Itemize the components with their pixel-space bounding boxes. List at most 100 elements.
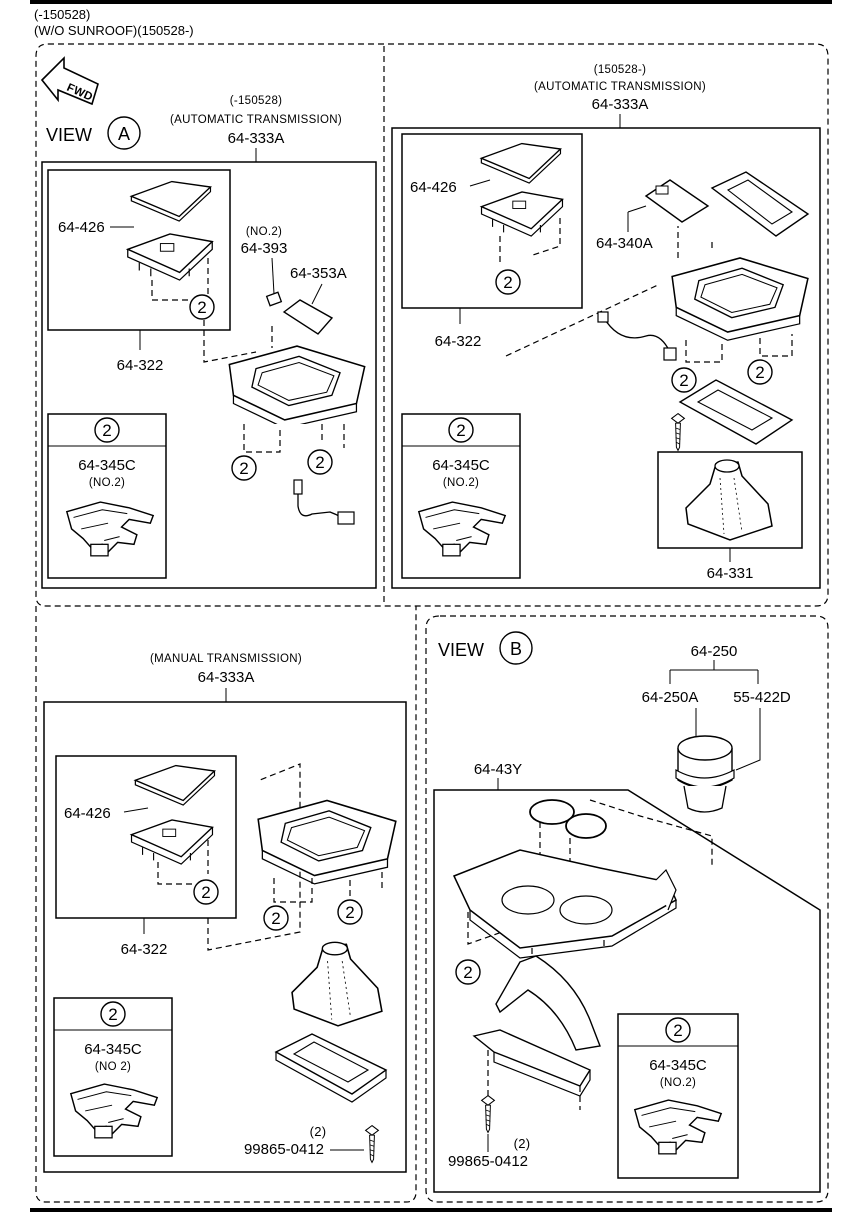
b-part-64-250a: 64-250A [642, 689, 699, 706]
a1-clip-callout-icon [189, 294, 215, 320]
m-boot-part [291, 941, 383, 1027]
a2-switch-panel-part [644, 179, 710, 223]
a2-part-64-345c: 64-345C [432, 457, 490, 474]
a2-part-64-340a: 64-340A [596, 235, 653, 252]
a2-lid-part [480, 142, 562, 184]
a1-callout-icon-3 [307, 449, 333, 475]
a2-callout-icon-2 [671, 367, 697, 393]
a1-callout-num-2: 2 [239, 459, 248, 478]
m-part-64-322: 64-322 [121, 941, 168, 958]
m-clip-num-icon [100, 1001, 126, 1027]
m-assembly-box [43, 701, 407, 1173]
frame-top-section [35, 43, 829, 607]
m-bezel-part [257, 799, 397, 885]
m-screw-qty: (2) [310, 1124, 327, 1139]
a1-part-64-393-note: (NO.2) [246, 226, 282, 238]
a1-callout-icon-2 [231, 455, 257, 481]
b-side-trim-part [495, 955, 601, 1051]
a1-clip-part [66, 501, 154, 557]
a2-boot-part [685, 459, 773, 541]
b-clip-subbox [617, 1013, 739, 1179]
a1-part-64-322: 64-322 [117, 357, 164, 374]
a2-part-64-331: 64-331 [707, 565, 754, 582]
b-callout-num-1: 2 [463, 963, 472, 982]
a2-callout-num-1: 2 [503, 273, 512, 292]
a1-switch-part [265, 291, 283, 307]
m-lid-part [134, 764, 216, 806]
a2-condition-trans: (AUTOMATIC TRANSMISSION) [534, 81, 706, 93]
a2-bezel-part [671, 257, 809, 342]
a1-clip-subbox [47, 413, 167, 579]
m-clip-part [70, 1083, 158, 1139]
b-clip-num-icon [665, 1017, 691, 1043]
view-b-label: VIEW [438, 640, 484, 660]
b-ring-2-part [565, 813, 607, 839]
a1-bezel-part [228, 345, 366, 424]
a1-assembly-box [41, 161, 377, 589]
fwd-arrow: FWD [40, 56, 99, 106]
a2-clip-part [418, 501, 506, 557]
b-group-number: 64-250 [691, 643, 738, 660]
a2-callout-num-2: 2 [679, 371, 688, 390]
b-part-64-43y: 64-43Y [474, 761, 522, 778]
m-clip-subbox [53, 997, 173, 1157]
panel-view-a-early: FWD VIEW A (-150528) (AUTOMATIC TRANSMIS… [40, 56, 377, 589]
a2-part-64-322: 64-322 [435, 333, 482, 350]
a1-part-64-345c: 64-345C [78, 457, 136, 474]
m-group-number: 64-333A [198, 669, 255, 686]
a2-clip-num: 2 [456, 421, 465, 440]
b-callout-icon-1 [455, 959, 481, 985]
a2-part-64-345c-note: (NO.2) [443, 477, 479, 489]
b-clip-part [634, 1099, 722, 1155]
b-screw-qty: (2) [514, 1136, 531, 1151]
panel-manual-transmission: (MANUAL TRANSMISSION) 64-333A 64-426 2 6… [43, 653, 407, 1173]
a2-callout-icon-3 [747, 359, 773, 385]
m-screw-99865-0412: 99865-0412 [244, 1141, 324, 1158]
b-console-part [452, 849, 677, 959]
a2-clip-subbox [401, 413, 521, 579]
a2-frame-part [678, 379, 794, 445]
a1-trim-strip-part [282, 299, 334, 335]
frame-manual-section [35, 606, 417, 1203]
view-a-letter: A [118, 124, 130, 144]
view-b-circle-icon [499, 631, 533, 665]
a1-condition-date: (-150528) [230, 95, 283, 107]
b-part-64-345c: 64-345C [649, 1057, 707, 1074]
m-clip-num: 2 [108, 1005, 117, 1024]
a1-lid-part [130, 180, 212, 222]
a2-callout-icon-1 [495, 269, 521, 295]
b-part-64-345c-note: (NO.2) [660, 1077, 696, 1089]
a1-part-64-345c-note: (NO.2) [89, 477, 125, 489]
m-part-64-426: 64-426 [64, 805, 111, 822]
a2-trim-ring-part [710, 171, 810, 237]
b-assembly-box [433, 789, 821, 1193]
b-screw-part [481, 1095, 495, 1133]
a1-tray-part [127, 233, 213, 281]
a2-wire-harness [603, 317, 671, 353]
m-callout-num-1: 2 [201, 883, 210, 902]
a1-clip-num: 2 [102, 421, 111, 440]
m-callout-icon-2 [263, 905, 289, 931]
a1-part-64-393: 64-393 [241, 240, 288, 257]
b-base-tray-part [472, 1029, 592, 1087]
m-condition: (MANUAL TRANSMISSION) [150, 653, 302, 665]
a1-group-number: 64-333A [228, 130, 285, 147]
m-callout-icon-1 [193, 879, 219, 905]
view-b-letter: B [510, 639, 522, 659]
b-cup-holder-part [675, 735, 735, 813]
a1-wire-harness [297, 480, 343, 519]
a2-clip-num-icon [448, 417, 474, 443]
m-tray-part [130, 819, 214, 865]
m-callout-num-2: 2 [271, 909, 280, 928]
view-a-label: VIEW [46, 125, 92, 145]
a1-callout-num-3: 2 [315, 453, 324, 472]
m-callout-icon-3 [337, 899, 363, 925]
m-frame-part [274, 1033, 388, 1095]
m-part-64-345c: 64-345C [84, 1041, 142, 1058]
a1-condition-trans: (AUTOMATIC TRANSMISSION) [170, 114, 342, 126]
a2-assembly-box [391, 127, 821, 589]
a2-condition-date: (150528-) [594, 64, 647, 76]
a2-screw-part [671, 413, 685, 451]
a2-callout-num-3: 2 [755, 363, 764, 382]
panel-view-a-late: (150528-) (AUTOMATIC TRANSMISSION) 64-33… [391, 64, 821, 589]
